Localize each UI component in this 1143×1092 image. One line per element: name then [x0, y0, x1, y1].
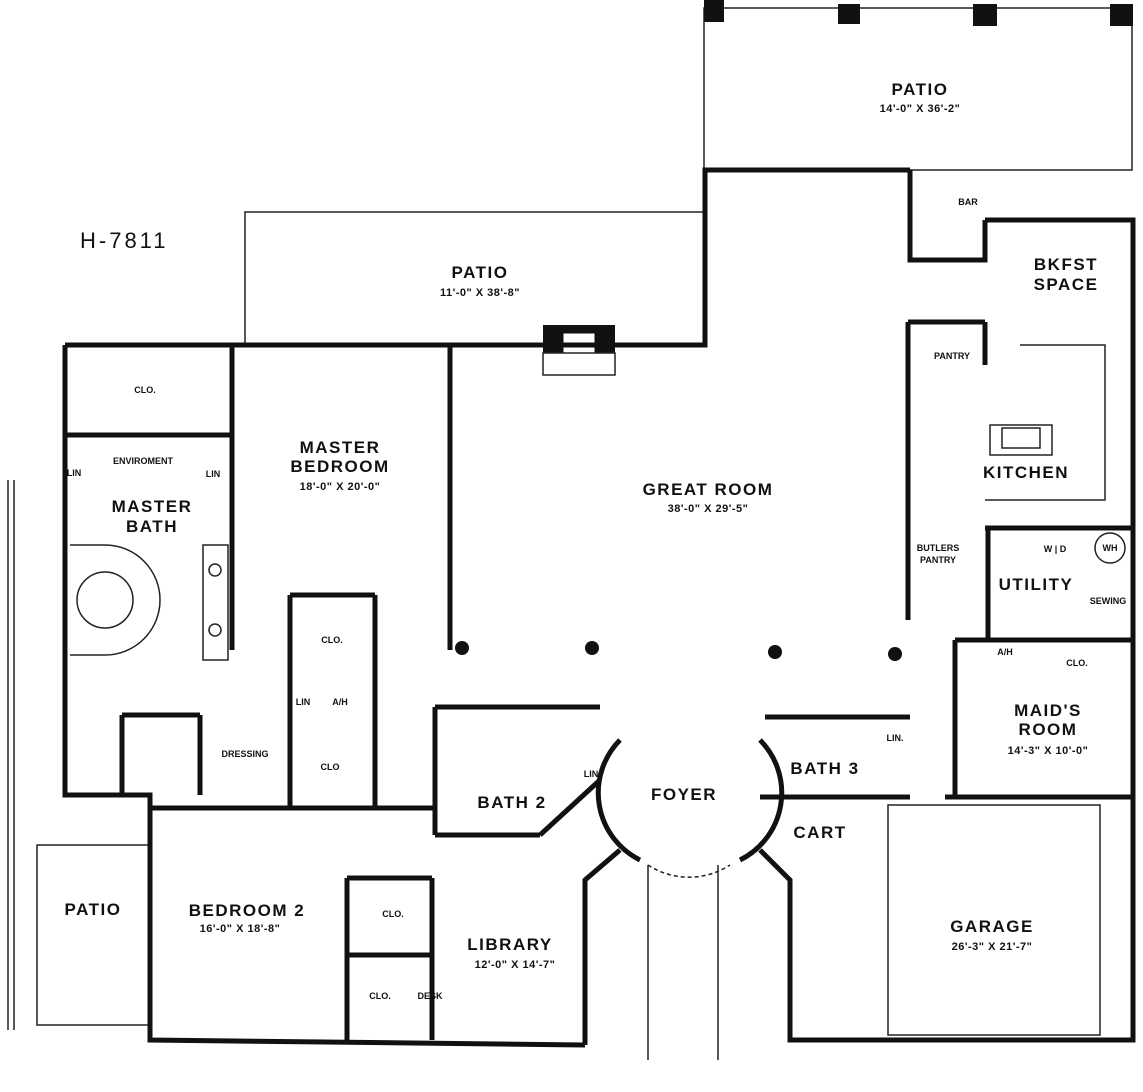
patio-top-label: PATIO — [892, 80, 949, 99]
great-room-dim: 38'-0" X 29'-5" — [668, 503, 749, 515]
exterior-walls — [62, 167, 1136, 1048]
sewing-label: SEWING — [1090, 596, 1127, 606]
ah-mid-label: A/H — [332, 697, 348, 707]
closet-mid-label: CLO. — [321, 635, 343, 645]
bkfst-label-1: BKFST — [1034, 255, 1098, 274]
linen-left-label: LIN — [67, 468, 82, 478]
columns — [455, 641, 902, 661]
bar-label: BAR — [958, 197, 978, 207]
kitchen-island — [985, 344, 1126, 564]
cart-label: CART — [793, 823, 846, 842]
master-bath-label-2: BATH — [126, 517, 178, 536]
patio-mid-dim: 11'-0" X 38'-8" — [440, 287, 520, 299]
utility-label: UTILITY — [999, 575, 1074, 594]
master-bedroom-label-1: MASTER — [300, 438, 381, 457]
maids-room-dim: 14'-3" X 10'-0" — [1008, 745, 1089, 757]
clo-utility-label: CLO. — [1066, 658, 1088, 668]
desk-label: DESK — [417, 991, 443, 1001]
closet-bed2-b-label: CLO. — [369, 991, 391, 1001]
foyer-label: FOYER — [651, 785, 717, 804]
fireplace — [542, 325, 616, 376]
linen-mid-label: LIN — [296, 697, 311, 707]
foyer-rotunda — [595, 738, 785, 1060]
linen-bath3-label: LIN. — [887, 733, 904, 743]
ah-utility-label: A/H — [997, 647, 1013, 657]
garage-outline — [887, 804, 1101, 1036]
bkfst-label-2: SPACE — [1034, 275, 1099, 294]
water-heater-label: WH — [1103, 543, 1118, 553]
interior-walls — [65, 319, 1133, 1040]
maids-room-label-1: MAID'S — [1014, 701, 1082, 720]
master-bath-tub — [70, 544, 229, 661]
bath3-label: BATH 3 — [790, 759, 859, 778]
environment-label: ENVIROMENT — [113, 456, 174, 466]
plan-id: H-7811 — [80, 228, 169, 253]
garage-label: GARAGE — [950, 917, 1034, 936]
butlers-pantry-label-1: BUTLERS — [917, 543, 960, 553]
linen-right-label: LIN — [206, 469, 221, 479]
master-bedroom-label-2: BEDROOM — [290, 457, 389, 476]
master-closet-label: CLO. — [134, 385, 156, 395]
bedroom2-dim: 16'-0" X 18'-8" — [200, 923, 281, 935]
closet-low-label: CLO — [321, 762, 340, 772]
patio-mid-label: PATIO — [452, 263, 509, 282]
dressing-label: DRESSING — [221, 749, 268, 759]
washer-dryer-label: W | D — [1044, 544, 1067, 554]
closet-bed2-a-label: CLO. — [382, 909, 404, 919]
library-dim: 12'-0" X 14'-7" — [475, 959, 556, 971]
pantry-label: PANTRY — [934, 351, 970, 361]
linen-bath2-label: LIN — [584, 769, 599, 779]
library-label: LIBRARY — [467, 935, 552, 954]
bath2-label: BATH 2 — [477, 793, 546, 812]
bedroom2-label: BEDROOM 2 — [189, 901, 305, 920]
butlers-pantry-label-2: PANTRY — [920, 555, 956, 565]
master-bath-label-1: MASTER — [112, 497, 193, 516]
master-bedroom-dim: 18'-0" X 20'-0" — [300, 481, 381, 493]
kitchen-label: KITCHEN — [983, 463, 1069, 482]
patio-top-dim: 14'-0" X 36'-2" — [880, 103, 961, 115]
great-room-label: GREAT ROOM — [643, 480, 774, 499]
patio-left-label: PATIO — [65, 900, 122, 919]
garage-dim: 26'-3" X 21'-7" — [952, 941, 1033, 953]
maids-room-label-2: ROOM — [1019, 720, 1078, 739]
